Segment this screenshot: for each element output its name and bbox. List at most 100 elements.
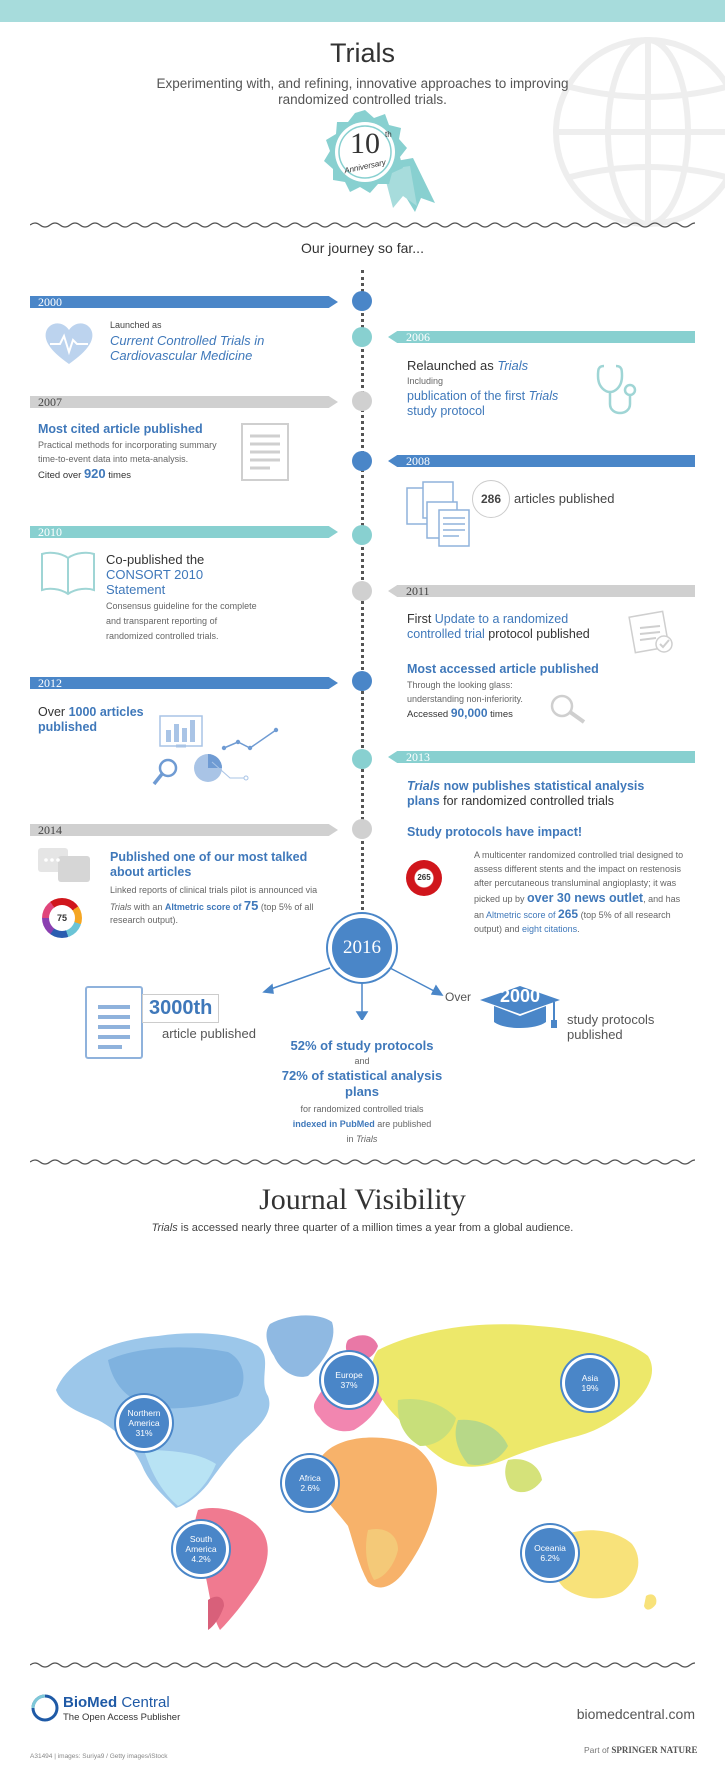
y2010-small2: and transparent reporting of xyxy=(106,616,218,626)
region-pct: 6.2% xyxy=(540,1553,560,1563)
timeline-dot-2013 xyxy=(352,749,372,769)
y2016-center-s2: indexed in PubMed are published xyxy=(262,1117,462,1132)
ribbon-2011: 2011 xyxy=(388,585,695,597)
y2006-heading-text: Relaunched as xyxy=(407,358,498,373)
y2011-line2-post: protocol published xyxy=(484,627,590,641)
region-europe: Europe 37% xyxy=(324,1355,374,1405)
region-pct: 19% xyxy=(581,1383,599,1393)
year-2012: 2012 xyxy=(38,676,62,690)
y2016-right-l2: published xyxy=(567,1027,623,1042)
visibility-subtitle-rest: is accessed nearly three quarter of a mi… xyxy=(177,1222,574,1234)
document-3000-icon xyxy=(85,986,143,1059)
y2013-p3: after percutaneous transluminal angiopla… xyxy=(474,878,677,888)
year-2008: 2008 xyxy=(406,454,430,468)
ribbon-2012: 2012 xyxy=(30,677,338,689)
y2006-line1-text: publication of the first xyxy=(407,389,529,403)
journey-heading: Our journey so far... xyxy=(301,240,424,256)
y2011-accessed-pre: Accessed xyxy=(407,709,451,720)
y2013-p5-pre: an xyxy=(474,910,487,920)
y2011-accessed: Accessed 90,000 times xyxy=(407,706,513,720)
year-2006: 2006 xyxy=(406,330,430,344)
y2014-small1: Linked reports of clinical trials pilot … xyxy=(110,885,318,895)
altmetric-donut-265: 265 xyxy=(406,860,442,896)
y2006-line2: study protocol xyxy=(407,404,485,418)
y2013-p2: assess different stents and the impact o… xyxy=(474,864,681,874)
y2016-center-s3-em: Trials xyxy=(356,1134,378,1144)
footer-logo-tagline: The Open Access Publisher xyxy=(63,1712,181,1723)
y2014-h1: Published one of our most talked xyxy=(110,850,308,864)
y2008-label: articles published xyxy=(514,491,615,506)
world-map xyxy=(56,1315,657,1630)
region-oceania: Oceania 6.2% xyxy=(525,1528,575,1578)
page-title: Trials xyxy=(330,38,395,68)
ribbon-2006: 2006 xyxy=(388,331,695,343)
y2011-heading2: Most accessed article published xyxy=(407,662,599,676)
region-pct: 4.2% xyxy=(191,1554,211,1564)
y2011-small2: understanding non-inferiority. xyxy=(407,694,523,704)
year-2013: 2013 xyxy=(406,750,430,764)
y2013-p4: picked up by over 30 news outlet, and ha… xyxy=(474,891,680,907)
footer-logo-light: Central xyxy=(117,1694,170,1711)
y2011-accessed-num: 90,000 xyxy=(450,706,488,720)
open-book-icon xyxy=(41,551,95,596)
y2007-cited-pre: Cited over xyxy=(38,470,84,481)
timeline-dot-2000 xyxy=(352,291,372,311)
y2010-small1: Consensus guideline for the complete xyxy=(106,601,257,611)
y2014-small2-post: (top 5% of all xyxy=(258,902,314,912)
y2007-small1: Practical methods for incorporating summ… xyxy=(38,440,217,450)
y2012-line1-pre: Over xyxy=(38,705,69,719)
year-2016-badge: 2016 xyxy=(332,918,392,978)
timeline-dot-2014 xyxy=(352,819,372,839)
y2016-center-s1: for randomized controlled trials xyxy=(300,1104,424,1114)
globe-icon xyxy=(553,37,725,227)
timeline-dot-2012 xyxy=(352,671,372,691)
y2016-center2: 72% of statistical analysis xyxy=(281,1068,443,1083)
speech-bubbles-icon xyxy=(38,848,90,882)
y2010-head3: Statement xyxy=(106,582,166,597)
y2016-center-s2-blue: indexed in PubMed xyxy=(292,1119,375,1129)
y2016-center1: 52% of study protocols xyxy=(290,1038,434,1053)
document-checkmark-icon xyxy=(628,610,673,654)
region-africa: Africa 2.6% xyxy=(285,1458,335,1508)
region-label: Europe xyxy=(335,1370,363,1380)
y2007-cited-post: times xyxy=(105,470,131,481)
timeline-dot-2010 xyxy=(352,525,372,545)
top-bar xyxy=(0,0,725,22)
timeline-line xyxy=(361,270,364,940)
y2011-line2: controlled trial protocol published xyxy=(407,627,590,642)
y2006-heading: Relaunched as Trials xyxy=(407,358,528,373)
region-label-2: America xyxy=(128,1418,160,1428)
anniversary-seal-icon xyxy=(324,110,435,212)
footer-credit: A31494 | images: Suriya9 / Getty images/… xyxy=(30,1753,168,1760)
y2007-cited: Cited over 920 times xyxy=(38,466,131,481)
y2013-line1-em: Trials xyxy=(407,779,441,793)
y2013-p6-post: . xyxy=(577,924,580,934)
y2010-head1: Co-published the xyxy=(106,552,205,567)
y2013-p4-pre: picked up by xyxy=(474,894,528,904)
y2006-line1: publication of the first Trials xyxy=(407,389,558,404)
springer-nature-logo: SPRINGER NATURE xyxy=(611,1745,698,1755)
y2000-line1: Launched as xyxy=(110,320,162,330)
visibility-subtitle-em: Trials xyxy=(151,1222,178,1234)
region-northern-america: Northern America 31% xyxy=(119,1398,169,1448)
y2010-head2: CONSORT 2010 xyxy=(106,567,204,582)
ribbon-2013: 2013 xyxy=(388,751,695,763)
year-2011: 2011 xyxy=(406,584,430,598)
y2000-line2: Current Controlled Trials in xyxy=(110,333,265,348)
y2014-small2-blue: Altmetric score of xyxy=(164,902,244,912)
year-2007: 2007 xyxy=(38,395,62,409)
region-asia: Asia 19% xyxy=(565,1358,615,1408)
footer-partof-text: Part of xyxy=(584,1745,610,1755)
footer-logo-bold: BioMed xyxy=(63,1694,118,1711)
y2011-small1: Through the looking glass: xyxy=(407,680,513,690)
region-pct: 37% xyxy=(340,1380,358,1390)
y2013-p5: an Altmetric score of 265 (top 5% of all… xyxy=(474,907,671,923)
y2006-heading-em: Trials xyxy=(497,358,529,373)
footer-url-link[interactable]: biomedcentral.com xyxy=(576,1706,695,1722)
y2014-small2-num: 75 xyxy=(243,898,259,913)
y2016-center-s3: in Trials xyxy=(262,1132,462,1147)
region-label: South xyxy=(189,1534,213,1544)
y2011-line2-blue: controlled trial xyxy=(407,627,485,641)
footer-logo: BioMed Central xyxy=(63,1694,170,1711)
region-pct: 31% xyxy=(135,1428,153,1438)
